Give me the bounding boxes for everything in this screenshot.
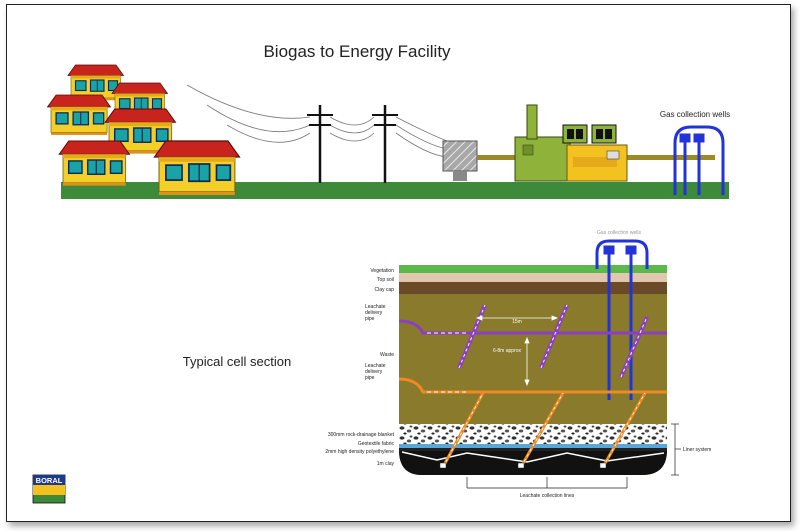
label-clay: 1m clay [377, 461, 395, 467]
label-leachate-pipe-2-line3: pipe [365, 375, 375, 381]
diagram-frame: Biogas to Energy Facility [6, 4, 791, 522]
gas-wells-top-label: Gas collection wells [660, 110, 730, 119]
liner-system-label: Liner system [683, 447, 711, 453]
spacing-label: 15m [512, 319, 522, 325]
leachate-pipe-purple [398, 304, 667, 378]
section-title: Typical cell section [183, 354, 291, 369]
spacing-dimension [475, 315, 559, 321]
gas-wells-section [595, 239, 649, 400]
label-leachate-pipe-1-line2: delivery [365, 310, 383, 316]
label-vegetation: Vegetation [370, 268, 394, 274]
power-pole-1 [307, 105, 333, 183]
gas-wells-section-label: Gas collection wells [597, 230, 641, 236]
houses [46, 64, 241, 196]
diagram-canvas: Biogas to Energy Facility [32, 42, 730, 504]
label-clay-cap: Clay cap [375, 287, 395, 293]
label-leachate-pipe-1-line3: pipe [365, 316, 375, 322]
boral-logo-text: BORAL [36, 476, 63, 485]
collection-lines-bracket [466, 477, 628, 489]
gas-wells-top [673, 125, 725, 195]
label-leachate-pipe-2-line2: delivery [365, 369, 383, 375]
transformer [442, 140, 478, 181]
label-leachate-pipe-2-line1: Leachate [365, 363, 386, 369]
diagram-title: Biogas to Energy Facility [263, 42, 451, 61]
power-pole-2 [372, 105, 398, 183]
label-rock-blanket: 300mm rock-drainage blanket [328, 432, 395, 438]
label-leachate-pipe-1-line1: Leachate [365, 304, 386, 310]
depth-dimension [524, 336, 530, 387]
collection-lines-label: Leachate collection lines [520, 493, 575, 499]
label-hdpe: 2mm high density polyethylene [325, 449, 394, 455]
label-geotextile: Geotextile fabric [358, 441, 395, 447]
depth-label: 6-8m approx [493, 348, 522, 354]
liner-bracket [671, 423, 681, 476]
power-lines [186, 84, 448, 158]
generator [514, 104, 628, 182]
label-topsoil: Top soil [377, 277, 394, 283]
boral-logo: BORAL [32, 474, 66, 504]
leachate-pipe-orange [398, 377, 667, 469]
label-waste: Waste [380, 352, 394, 358]
